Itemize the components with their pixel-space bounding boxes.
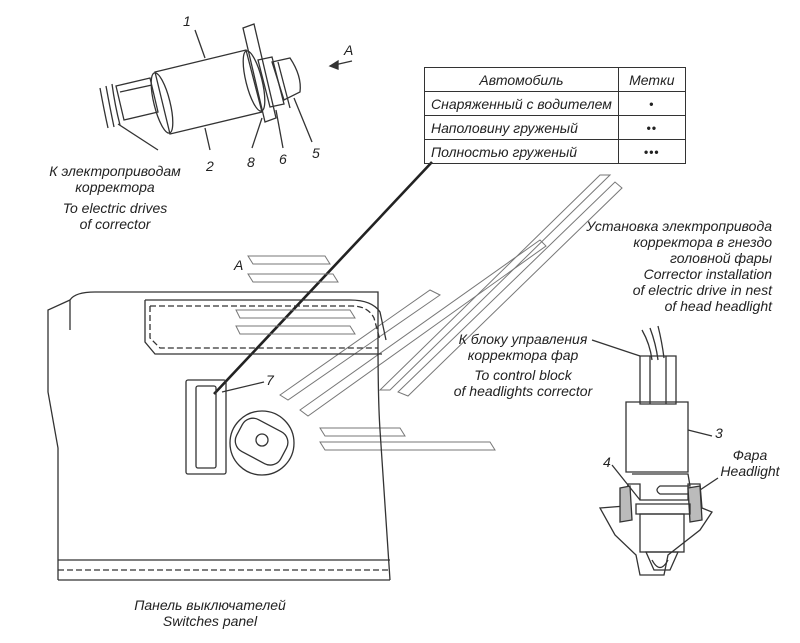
table-header-row: Автомобиль Метки (424, 67, 686, 92)
table-row: Наполовину груженый •• (424, 115, 686, 140)
panel-caption: Панель выключателей Switches panel (110, 597, 310, 629)
headlight-en: Headlight (720, 463, 780, 479)
control-en-2: of headlights corrector (453, 383, 593, 399)
install-en-3: of head headlight (664, 298, 772, 314)
drives-ru-2: корректора (75, 179, 155, 195)
header-marks: Метки (617, 67, 686, 92)
part-number-4: 4 (603, 454, 611, 470)
drives-en-1: To electric drives (62, 200, 168, 216)
row-vehicle: Наполовину груженый (424, 115, 619, 140)
switches-panel (47, 291, 391, 581)
headlight-installation (598, 325, 713, 576)
headlight-label: Фара Headlight (712, 447, 788, 479)
row-vehicle: Снаряженный с водителем (424, 91, 619, 116)
part-number-8: 8 (247, 154, 255, 170)
control-label: К блоку управления корректора фар To con… (438, 331, 608, 399)
view-letter: A (234, 257, 244, 273)
drives-label: К электроприводам корректора To electric… (20, 163, 210, 232)
part-number-7: 7 (266, 372, 274, 388)
control-ru-1: К блоку управления (458, 331, 588, 347)
panel-en: Switches panel (162, 613, 258, 629)
row-vehicle: Полностью груженый (424, 139, 619, 164)
corrector-drive-assembly (99, 23, 301, 135)
part-number-2: 2 (206, 158, 214, 174)
part-number-3: 3 (715, 425, 723, 441)
part-number-5: 5 (312, 145, 320, 161)
install-ru-2: корректора в гнездо (633, 234, 772, 250)
view-hatch-lines (235, 174, 623, 451)
install-en-2: of electric drive in nest (632, 282, 772, 298)
row-mark: • (617, 91, 686, 116)
view-arrow-label: A (344, 42, 354, 58)
install-ru-3: головной фары (670, 250, 772, 266)
part-number-1: 1 (183, 13, 191, 29)
marks-table: Автомобиль Метки Снаряженный с водителем… (424, 67, 686, 164)
panel-ru: Панель выключателей (134, 597, 286, 613)
drives-ru-1: К электроприводам (49, 163, 181, 179)
row-mark: ••• (617, 139, 686, 164)
control-en-1: To control block (474, 367, 572, 383)
row-mark: •• (617, 115, 686, 140)
drives-en-2: of corrector (79, 216, 151, 232)
part-number-6: 6 (279, 151, 287, 167)
header-vehicle: Автомобиль (424, 67, 619, 92)
install-ru-1: Установка электропривода (586, 218, 772, 234)
install-label: Установка электропривода корректора в гн… (552, 218, 772, 314)
headlight-ru: Фара (732, 447, 768, 463)
install-en-1: Corrector installation (643, 266, 772, 282)
control-ru-2: корректора фар (467, 347, 579, 363)
table-row: Снаряженный с водителем • (424, 91, 686, 116)
table-row: Полностью груженый ••• (424, 139, 686, 164)
